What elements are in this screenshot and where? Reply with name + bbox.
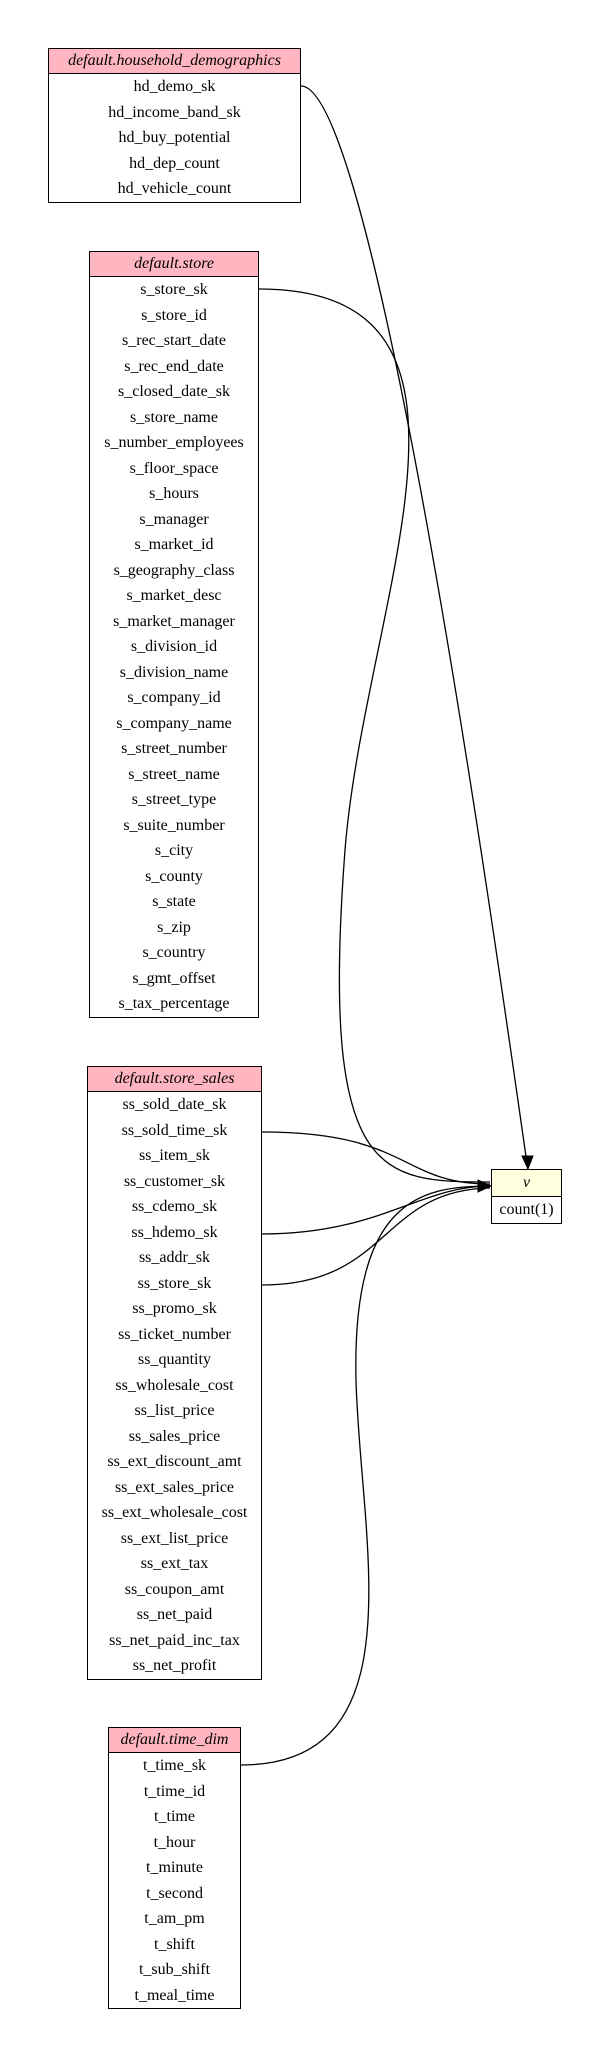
column-ss-sold-time-sk: ss_sold_time_sk — [121, 1121, 228, 1139]
table-store: default.store s_store_sk s_store_id s_rec_… — [89, 251, 259, 1018]
column-ss-store-sk: ss_store_sk — [137, 1274, 212, 1292]
edge-s-store-sk-to-v — [258, 288, 491, 1183]
column-t-am-pm: t_am_pm — [144, 1910, 205, 1927]
arrowhead-top — [521, 1155, 534, 1171]
column-s-hours: s_hours — [149, 485, 199, 502]
column-s-suite-number: s_suite_number — [123, 816, 225, 834]
column-s-market-desc: s_market_desc — [126, 587, 222, 604]
column-t-time-sk: t_time_sk — [142, 1757, 207, 1774]
column-s-street-number: s_street_number — [121, 740, 227, 757]
view-column-count: count(1) — [499, 1201, 554, 1218]
column-s-rec-start-date: s_rec_start_date — [122, 332, 226, 349]
column-ss-sales-price: ss_sales_price — [128, 1427, 221, 1445]
column-s-market-manager: s_market_manager — [113, 612, 235, 630]
column-ss-ext-discount-amt: ss_ext_discount_amt — [107, 1453, 242, 1470]
column-s-company-id: s_company_id — [127, 689, 221, 706]
column-s-store-sk: s_store_sk — [140, 281, 208, 298]
column-t-meal-time: t_meal_time — [134, 1986, 215, 2004]
column-t-hour: t_hour — [153, 1833, 196, 1851]
table-household-demographics: default.household_demographics hd_demo_s… — [48, 48, 301, 203]
column-list: s_store_sk s_store_id s_rec_start_date s_re… — [90, 277, 258, 1017]
column-s-floor-space: s_floor_space — [129, 459, 219, 477]
edge-t-time-sk-to-v — [240, 1185, 491, 1766]
column-ss-customer-sk: ss_customer_sk — [123, 1172, 226, 1190]
column-t-time-id: t_time_id — [143, 1782, 206, 1800]
edge-hd-demo-sk-to-v — [300, 85, 529, 1171]
column-hd-vehicle-count: hd_vehicle_count — [117, 180, 232, 197]
column-t-second: t_second — [146, 1884, 203, 1902]
column-s-store-id: s_store_id — [141, 306, 207, 324]
column-s-company-name: s_company_name — [116, 714, 232, 732]
column-s-country: s_country — [142, 944, 206, 961]
column-ss-quantity: ss_quantity — [138, 1351, 211, 1368]
column-ss-net-paid-inc-tax: ss_net_paid_inc_tax — [109, 1631, 240, 1649]
column-t-sub-shift: t_sub_shift — [138, 1961, 211, 1978]
view-title: v — [492, 1170, 561, 1197]
column-ss-coupon-amt: ss_coupon_amt — [124, 1580, 225, 1598]
table-title: default.store_sales — [88, 1067, 261, 1092]
column-s-manager: s_manager — [139, 510, 209, 528]
edge-ss-hdemo-sk-to-v — [261, 1185, 491, 1235]
column-hd-dep-count: hd_dep_count — [129, 154, 220, 172]
column-ss-list-price: ss_list_price — [134, 1402, 215, 1419]
column-s-street-type: s_street_type — [131, 791, 217, 808]
column-ss-promo-sk: ss_promo_sk — [132, 1300, 217, 1317]
column-s-rec-end-date: s_rec_end_date — [124, 357, 224, 375]
column-s-tax-percentage: s_tax_percentage — [118, 995, 230, 1012]
column-hd-demo-sk: hd_demo_sk — [133, 78, 216, 95]
column-ss-net-paid: ss_net_paid — [136, 1606, 213, 1623]
table-title: default.store — [90, 252, 258, 277]
column-s-gmt-offset: s_gmt_offset — [132, 969, 216, 987]
column-ss-hdemo-sk: ss_hdemo_sk — [131, 1223, 218, 1241]
column-s-market-id: s_market_id — [134, 536, 214, 553]
column-ss-item-sk: ss_item_sk — [138, 1147, 211, 1164]
column-list: ss_sold_date_sk ss_sold_time_sk ss_item_sk… — [88, 1092, 261, 1679]
column-hd-income-band-sk: hd_income_band_sk — [108, 103, 241, 121]
column-ss-addr-sk: ss_addr_sk — [138, 1249, 211, 1266]
column-ss-ext-list-price: ss_ext_list_price — [120, 1529, 229, 1547]
column-ss-ext-wholesale-cost: ss_ext_wholesale_cost — [101, 1504, 248, 1521]
column-s-street-name: s_street_name — [128, 765, 220, 783]
column-s-closed-date-sk: s_closed_date_sk — [118, 383, 230, 400]
edge-ss-store-sk-to-v — [261, 1187, 491, 1286]
column-s-division-name: s_division_name — [119, 663, 229, 681]
column-ss-ticket-number: ss_ticket_number — [118, 1325, 231, 1343]
column-s-county: s_county — [145, 867, 203, 885]
column-list: t_time_sk t_time_id t_time t_hour t_minute t_… — [109, 1753, 240, 2008]
column-t-minute: t_minute — [146, 1859, 203, 1876]
column-t-shift: t_shift — [154, 1935, 195, 1953]
column-list: hd_demo_sk hd_income_band_sk hd_buy_potent… — [49, 74, 300, 202]
column-ss-ext-tax: ss_ext_tax — [140, 1555, 209, 1572]
column-hd-buy-potential: hd_buy_potential — [118, 129, 231, 146]
column-ss-cdemo-sk: ss_cdemo_sk — [131, 1198, 218, 1215]
edge-ss-sold-time-sk-to-v — [261, 1131, 491, 1185]
table-title: default.household_demographics — [49, 49, 300, 74]
column-s-zip: s_zip — [157, 918, 191, 936]
column-s-store-name: s_store_name — [130, 408, 218, 426]
column-ss-sold-date-sk: ss_sold_date_sk — [122, 1096, 227, 1113]
column-s-state: s_state — [152, 893, 196, 910]
column-s-division-id: s_division_id — [130, 638, 218, 655]
column-ss-wholesale-cost: ss_wholesale_cost — [115, 1376, 234, 1394]
column-t-time: t_time — [154, 1808, 195, 1825]
arrowhead-left — [477, 1179, 493, 1193]
view-node-v: v count(1) — [491, 1169, 562, 1224]
column-ss-ext-sales-price: ss_ext_sales_price — [114, 1478, 235, 1496]
column-ss-net-profit: ss_net_profit — [132, 1657, 217, 1674]
column-s-city: s_city — [154, 842, 194, 859]
table-title: default.time_dim — [109, 1728, 240, 1753]
column-s-number-employees: s_number_employees — [104, 434, 244, 451]
column-s-geography-class: s_geography_class — [113, 561, 235, 579]
view-column-list: count(1) — [492, 1197, 561, 1223]
